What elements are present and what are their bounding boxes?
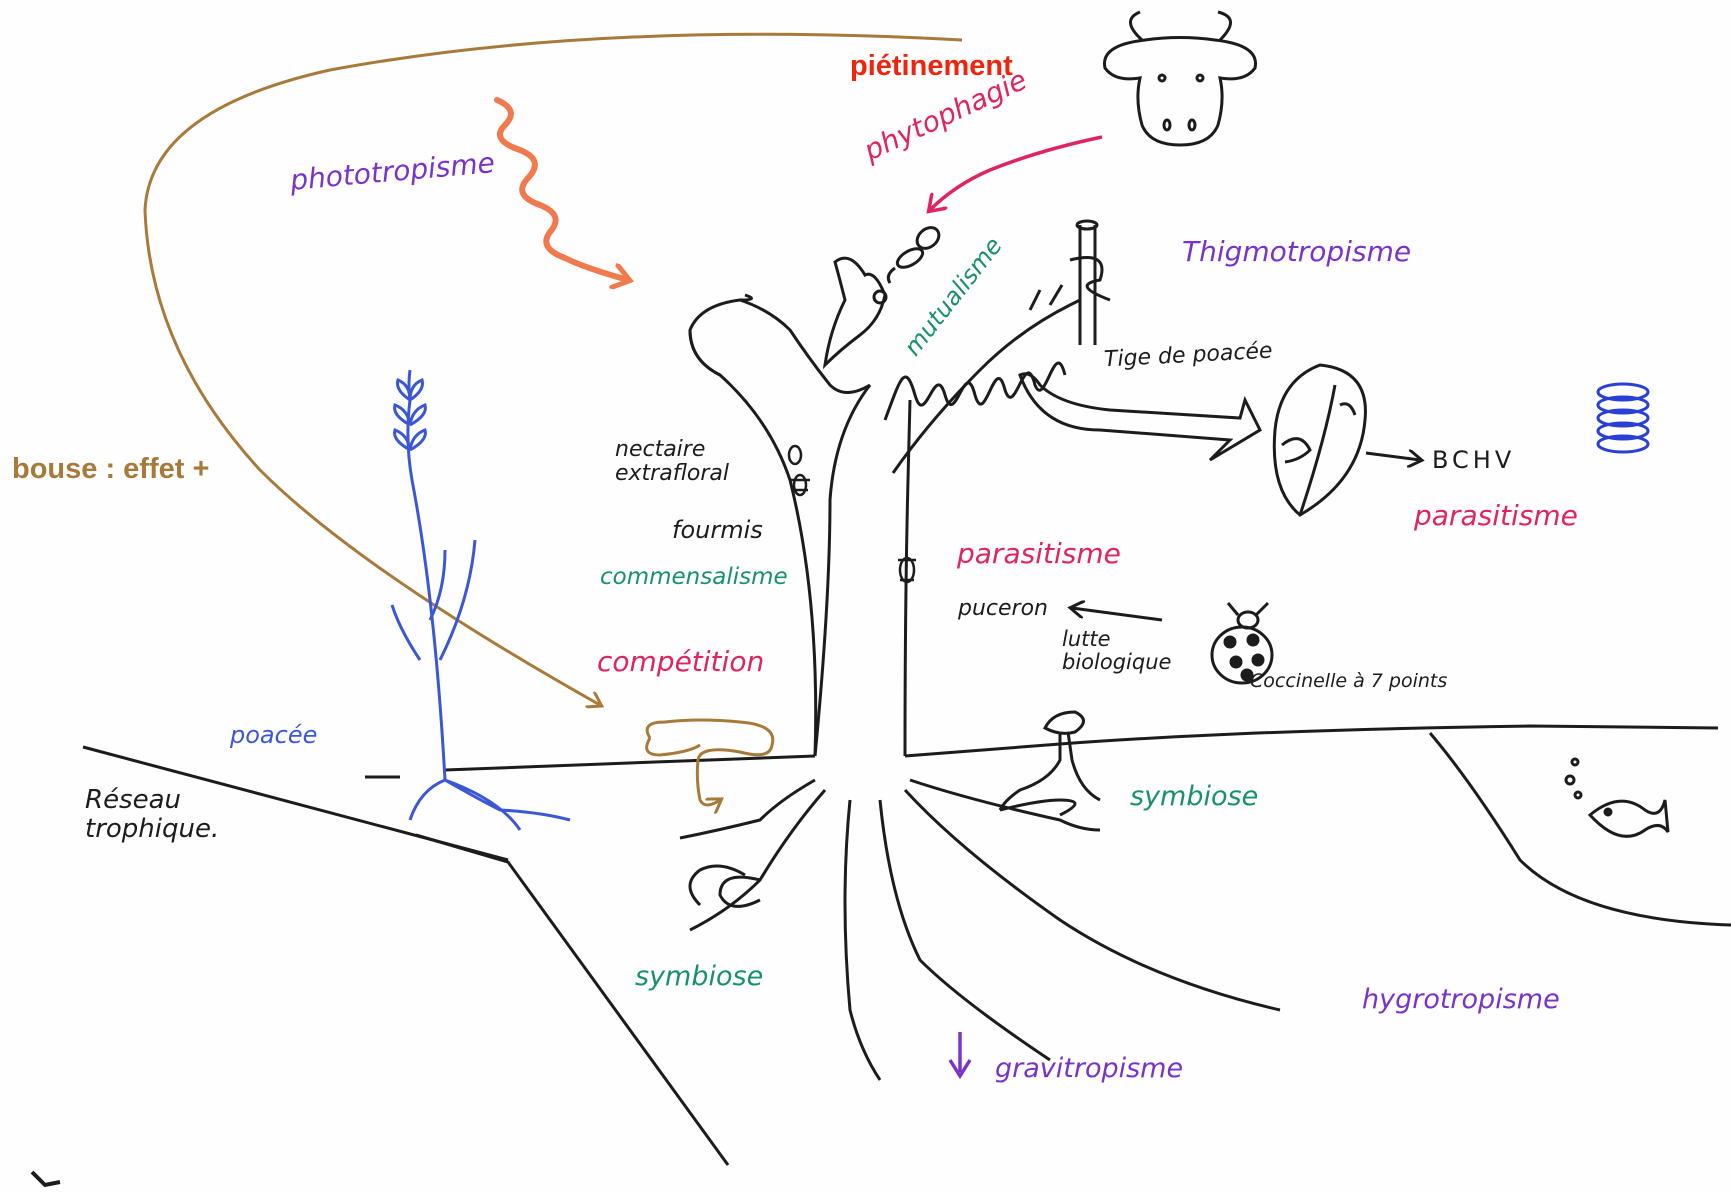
light-wavy-arrow — [497, 100, 628, 280]
spring-icon — [1598, 384, 1648, 452]
leaf-to-bchv-arrow — [1366, 453, 1420, 460]
label-poacee: poacée — [230, 723, 317, 747]
bee — [888, 223, 943, 283]
arrow-to-leaf — [1020, 374, 1260, 460]
leaf — [1274, 365, 1365, 515]
flower — [825, 258, 886, 365]
mushroom — [1000, 712, 1100, 815]
label-commensalisme: commensalisme — [600, 566, 788, 589]
label-bouse: bouse : effet + — [12, 455, 209, 484]
label-hygrotropisme: hygrotropisme — [1362, 986, 1560, 1013]
label-thigmotropisme: Thigmotropisme — [1182, 238, 1411, 266]
label-parasitisme-center: parasitisme — [957, 540, 1121, 568]
label-competition: compétition — [597, 648, 764, 676]
poacee-plant — [392, 370, 570, 830]
label-gravitropisme: gravitropisme — [995, 1055, 1183, 1082]
label-symbiose-left: symbiose — [635, 963, 763, 990]
label-symbiose-right: symbiose — [1130, 783, 1258, 810]
label-fourmis: fourmis — [672, 518, 763, 542]
soil-line-lower — [416, 835, 728, 1165]
bouse-arrow — [145, 34, 962, 705]
label-reseau-trophique: Réseau trophique. — [85, 786, 219, 843]
competition-loop-2 — [647, 738, 700, 755]
label-nectaire: nectaire extrafloral — [615, 438, 729, 486]
lutte-arrow — [1072, 608, 1162, 620]
label-parasitisme-right: parasitisme — [1414, 502, 1578, 530]
cow-head — [1105, 12, 1256, 145]
label-lutte-biologique: lutte biologique — [1062, 628, 1171, 674]
ground-line — [365, 726, 1718, 777]
label-coccinelle: Coccinelle à 7 points — [1250, 672, 1447, 691]
fish — [1566, 759, 1668, 836]
label-puceron: puceron — [958, 598, 1048, 620]
phytophagie-arrow — [930, 137, 1102, 210]
label-bchv: BCHV — [1432, 448, 1515, 472]
pond-outline — [1430, 733, 1731, 925]
corner-mark — [32, 1172, 60, 1185]
